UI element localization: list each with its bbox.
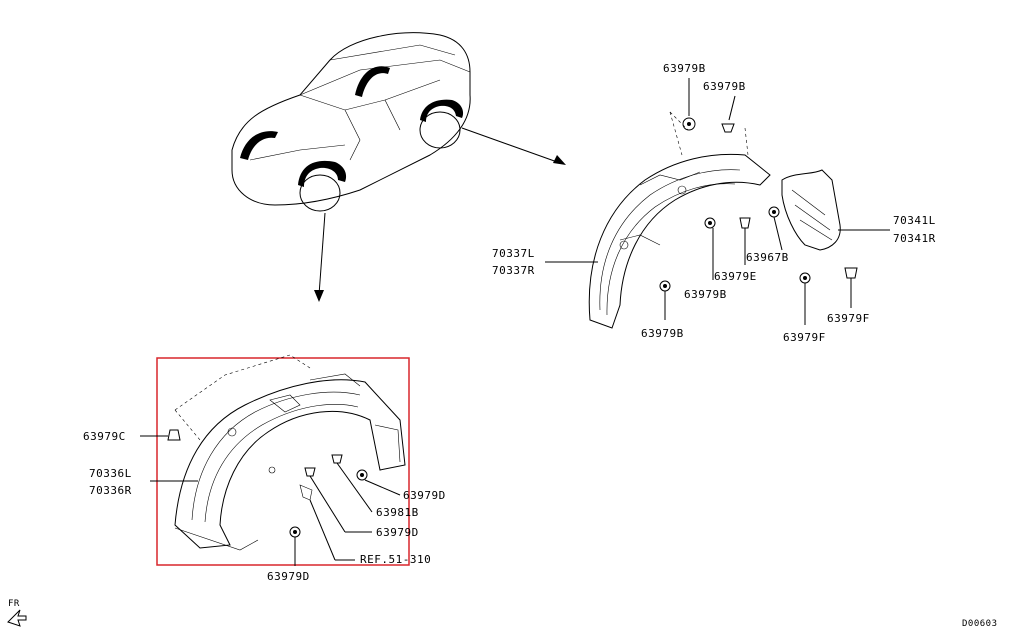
- label-clip-63979b-4: 63979B: [641, 327, 684, 340]
- label-clip-63979b-3: 63979B: [684, 288, 727, 301]
- rear-clips: [545, 78, 858, 325]
- label-clip-63979b-1: 63979B: [663, 62, 706, 75]
- label-clip-63979b-2: 63979B: [703, 80, 746, 93]
- label-part-70341l: 70341L: [893, 214, 936, 227]
- side-splash-illustration: [781, 169, 890, 251]
- label-clip-63979d-3: 63979D: [267, 570, 310, 583]
- label-part-70337r: 70337R: [492, 264, 535, 277]
- highlight-box: [156, 357, 410, 566]
- label-clip-63979d-1: 63979D: [403, 489, 446, 502]
- pointer-arrows: [314, 127, 566, 302]
- label-diagram-code: D00603: [962, 619, 998, 629]
- rear-liner-illustration: [588, 111, 771, 329]
- label-clip-63967b: 63967B: [746, 251, 789, 264]
- label-part-70337l: 70337L: [492, 247, 535, 260]
- label-part-70341r: 70341R: [893, 232, 936, 245]
- label-clip-63979d-2: 63979D: [376, 526, 419, 539]
- car-overview-illustration: [231, 32, 471, 212]
- front-clips: [140, 429, 401, 566]
- label-clip-63979f-2: 63979F: [783, 331, 826, 344]
- label-ref: REF.51-310: [360, 553, 431, 566]
- label-part-70336r: 70336R: [89, 484, 132, 497]
- label-part-70336l: 70336L: [89, 467, 132, 480]
- label-direction: FR: [8, 599, 20, 609]
- label-clip-63981b: 63981B: [376, 506, 419, 519]
- label-clip-63979e: 63979E: [714, 270, 757, 283]
- label-clip-63979f-1: 63979F: [827, 312, 870, 325]
- label-clip-63979c: 63979C: [83, 430, 126, 443]
- front-liner-illustration: [174, 354, 406, 551]
- front-direction-icon: [7, 609, 27, 627]
